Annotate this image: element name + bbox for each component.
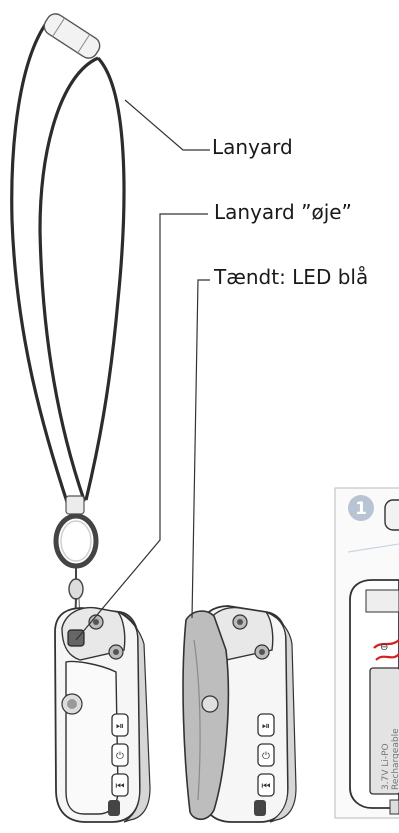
lanyard-cord <box>12 10 124 514</box>
inset-step-number: 1 <box>355 499 367 519</box>
battery-inset: 1 ⊖ 3.7V Li-PO Rechargeable <box>335 488 399 818</box>
leader-lines <box>76 100 210 640</box>
svg-text:⏻: ⏻ <box>262 751 270 762</box>
label-lanyard-eye: Lanyard ”øje” <box>214 202 352 222</box>
svg-text:⏮: ⏮ <box>262 781 271 792</box>
svg-text:⏮: ⏮ <box>116 781 125 792</box>
svg-text:⏻: ⏻ <box>116 751 124 762</box>
device-right: ⏯ ⏻ ⏮ <box>183 606 296 822</box>
svg-text:⏯: ⏯ <box>262 721 270 732</box>
battery-label: 3.7V Li-PO <box>381 743 391 790</box>
label-lanyard: Lanyard <box>212 137 293 157</box>
svg-text:⊖: ⊖ <box>380 642 388 653</box>
label-led-on: Tændt: LED blå <box>214 267 368 287</box>
battery-label-2: Rechargeable <box>391 728 399 790</box>
svg-text:⏯: ⏯ <box>116 721 124 732</box>
device-left: ⏯ ⏻ ⏮ <box>55 608 150 822</box>
